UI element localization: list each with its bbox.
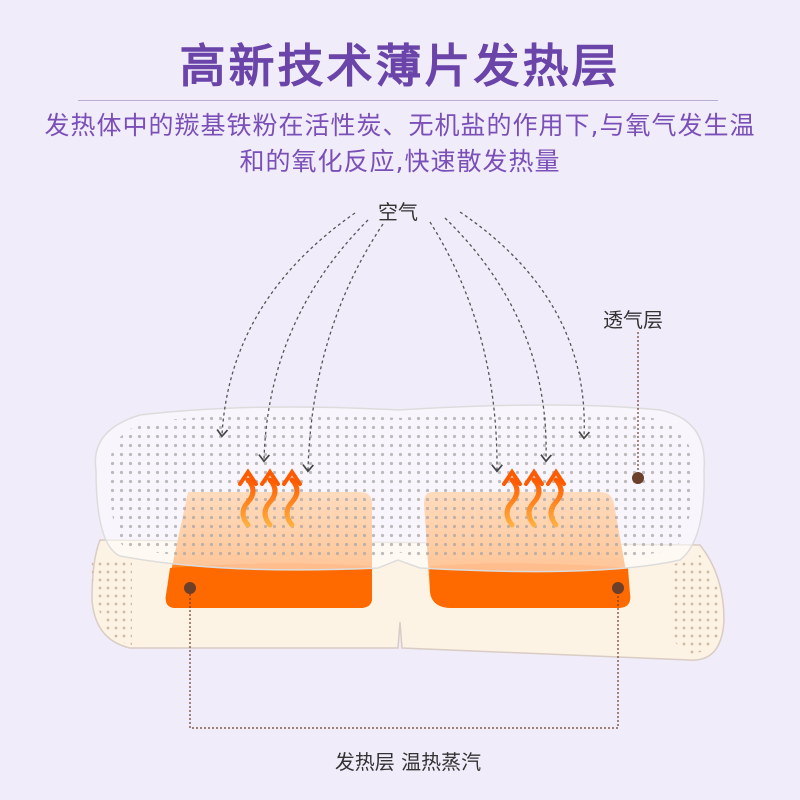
breathable-layer-label: 透气层 — [603, 308, 663, 332]
heating-callout — [184, 582, 624, 729]
heat-waves-right — [502, 468, 566, 528]
breathable-layer — [94, 404, 706, 573]
air-label: 空气 — [378, 200, 418, 224]
breathable-callout — [632, 332, 644, 484]
heat-waves-left — [238, 468, 302, 528]
title-divider — [78, 100, 718, 101]
description-text: 发热体中的羰基铁粉在活性炭、无机盐的作用下,与氧气发生温和的氧化反应,快速散发热… — [44, 111, 756, 176]
air-flow-arrows — [216, 211, 591, 473]
page-title: 高新技术薄片发热层 — [179, 39, 621, 93]
heating-layer-label: 发热层 温热蒸汽 — [334, 750, 482, 774]
